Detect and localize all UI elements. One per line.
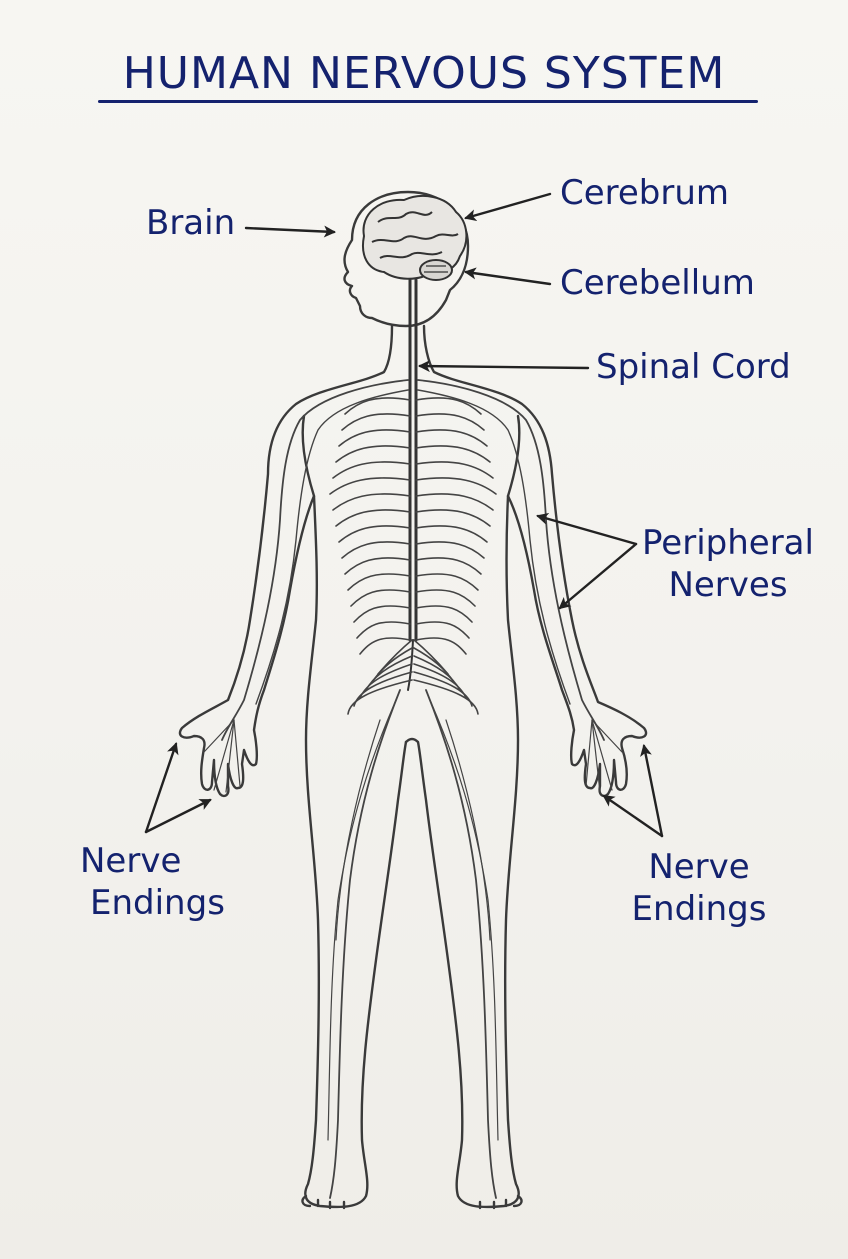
peripheral-nerves-label: Peripheral Nerves <box>640 522 816 606</box>
hand-nerve-right <box>591 719 623 753</box>
nerve-branch <box>338 429 411 447</box>
nerve-branch <box>415 557 482 575</box>
peripheral-nerves-drawing <box>203 379 623 1199</box>
cerebrum-label: Cerebrum <box>560 173 730 213</box>
nerve-branch <box>415 413 485 431</box>
leg-nerve-right <box>445 719 491 941</box>
nerve-branch <box>335 445 411 463</box>
spinal-cord-drawing <box>407 278 418 691</box>
hand-nerve-right <box>591 719 613 791</box>
nerve-branch <box>415 637 467 655</box>
nerve-branch <box>413 671 473 707</box>
nerve-branch <box>344 557 411 575</box>
leg-nerve-right <box>429 699 499 1141</box>
cerebellum-label: Cerebellum <box>560 263 755 303</box>
nerve-branch <box>415 461 494 479</box>
nerve-branch <box>415 605 473 623</box>
peripheral-nerves-label-line1: Peripheral <box>642 523 814 563</box>
nerve-branch <box>415 541 485 559</box>
leg-nerve-left <box>327 699 397 1141</box>
hand-nerve-right <box>591 719 601 793</box>
nerve-endings-right-label: Nerve Endings <box>624 846 774 930</box>
nerve-branch <box>356 621 411 639</box>
nerve-endings-right-line1: Nerve <box>648 847 750 887</box>
nerve-branch <box>332 493 411 511</box>
nerve-branch <box>415 509 491 527</box>
hand-nerve-right <box>585 719 593 787</box>
nerve-branch <box>415 493 494 511</box>
cerebellum-arrow <box>464 267 552 286</box>
title-underline <box>98 100 758 103</box>
nerve-branch <box>415 573 479 591</box>
nerve-endings-left-arrow-upper <box>144 742 179 834</box>
nerve-branch <box>415 621 470 639</box>
nerve-branch <box>415 397 482 415</box>
arm-nerve-right <box>417 389 571 705</box>
spinal-cord-arrow <box>418 360 590 373</box>
nerve-branch <box>353 671 413 707</box>
leg-nerve-left <box>329 689 401 1199</box>
nerve-branch <box>415 589 476 607</box>
arm-nerve-right <box>417 379 605 741</box>
spinal-cord-label: Spinal Cord <box>596 347 791 387</box>
nerve-branch <box>359 637 411 655</box>
nerve-branch <box>341 413 411 431</box>
brain-drawing <box>362 195 468 281</box>
nerve-branch <box>332 461 411 479</box>
nerve-branch <box>415 525 488 543</box>
brain-arrow <box>244 225 336 238</box>
nerve-endings-left-label: Nerve Endings <box>80 840 225 924</box>
label-arrows <box>144 192 664 838</box>
nerve-branch <box>329 477 411 495</box>
nerve-branch <box>347 573 411 591</box>
nerve-branch <box>413 679 479 715</box>
hand-nerve-left <box>233 719 241 787</box>
nerve-branch <box>347 679 413 715</box>
body-outline <box>178 190 648 1210</box>
leg-nerve-left <box>335 719 381 941</box>
brain-label: Brain <box>146 203 236 243</box>
hand-nerve-left <box>213 719 235 791</box>
leg-nerve-right <box>425 689 497 1199</box>
nerve-endings-left-arrow-lower <box>144 798 212 834</box>
nerve-endings-left-line1: Nerve <box>80 841 182 881</box>
nerve-branch <box>353 605 411 623</box>
nerve-branch <box>415 477 497 495</box>
nerve-endings-right-arrow-upper <box>640 744 664 838</box>
nerve-endings-right-line2: Endings <box>631 889 767 929</box>
nerve-branch <box>350 589 411 607</box>
nerve-branch <box>338 525 411 543</box>
hand-nerve-left <box>225 719 235 793</box>
page-title: HUMAN NERVOUS SYSTEM <box>122 48 726 99</box>
arm-nerve-left <box>221 379 409 741</box>
hand-nerve-left <box>203 719 235 753</box>
cerebrum-arrow <box>464 192 552 222</box>
peripheral-nerves-arrow-lower <box>558 542 638 610</box>
nerve-branch <box>341 541 411 559</box>
peripheral-nerves-label-line2: Nerves <box>668 565 788 605</box>
nerve-branch <box>344 397 411 415</box>
cerebellum-drawing <box>419 259 453 281</box>
peripheral-nerves-arrow-upper <box>536 512 638 546</box>
nerve-branch <box>415 445 491 463</box>
nerve-branch <box>335 509 411 527</box>
nerve-endings-left-line2: Endings <box>90 883 225 923</box>
nerve-branch <box>415 429 488 447</box>
nerve-endings-right-arrow-lower <box>602 794 664 838</box>
arm-nerve-left <box>255 389 409 705</box>
